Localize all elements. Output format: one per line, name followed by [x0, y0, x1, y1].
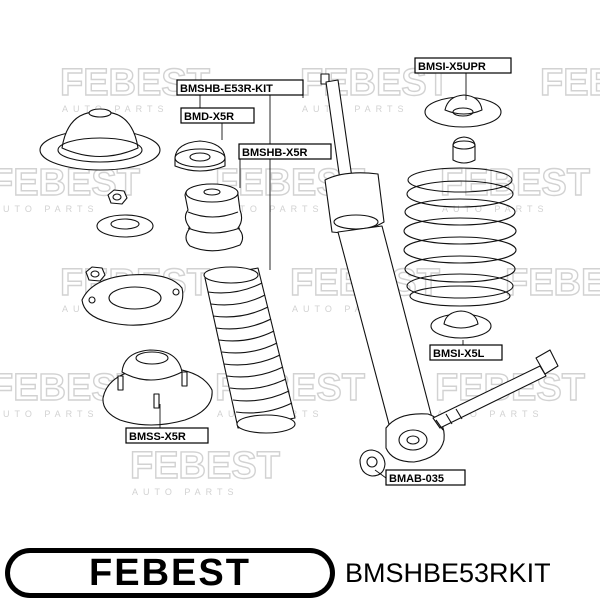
strut-mount-cup	[39, 108, 161, 171]
svg-text:AUTO PARTS: AUTO PARTS	[442, 204, 549, 214]
label-bmab: BMAB-035	[385, 469, 466, 486]
mount-plate	[81, 273, 184, 326]
svg-text:AUTO PARTS: AUTO PARTS	[62, 104, 169, 114]
febest-logo: FEBEST	[5, 548, 335, 598]
svg-text:AUTO PARTS: AUTO PARTS	[302, 104, 409, 114]
bellows-boot	[203, 266, 296, 434]
coil-spring	[403, 167, 517, 307]
svg-text:BMSI-X5L: BMSI-X5L	[433, 348, 485, 360]
label-kit: BMSHB-E53R-KIT	[176, 79, 304, 96]
watermark: FEBEST	[539, 61, 600, 104]
svg-text:FEBEST: FEBEST	[540, 62, 600, 104]
label-bmshb: BMSHB-X5R	[238, 143, 332, 160]
label-bmss: BMSS-X5R	[125, 427, 209, 444]
shock-absorber	[320, 73, 445, 463]
spring-insulator-upper	[424, 94, 502, 164]
svg-text:AUTO PARTS: AUTO PARTS	[437, 409, 544, 419]
washer	[96, 214, 154, 238]
svg-text:AUTO PARTS: AUTO PARTS	[217, 204, 324, 214]
svg-text:BMSHB-E53R-KIT: BMSHB-E53R-KIT	[180, 83, 273, 95]
svg-text:BMAB-035: BMAB-035	[389, 473, 444, 485]
strut-support	[102, 349, 213, 426]
svg-text:AUTO PARTS: AUTO PARTS	[292, 304, 399, 314]
dust-cover	[174, 140, 226, 172]
nut	[107, 189, 128, 205]
svg-text:BMSI-X5UPR: BMSI-X5UPR	[418, 61, 486, 73]
spring-insulator-lower	[430, 310, 492, 339]
svg-text:AUTO PARTS: AUTO PARTS	[0, 204, 99, 214]
svg-text:AUTO PARTS: AUTO PARTS	[0, 409, 99, 419]
watermark: FEBEST	[504, 261, 600, 304]
svg-text:FEBEST: FEBEST	[130, 445, 280, 487]
part-number: BMSHBE53RKIT	[345, 558, 551, 588]
svg-text:BMSS-X5R: BMSS-X5R	[129, 431, 186, 443]
svg-text:FEBEST: FEBEST	[89, 552, 251, 594]
label-bmsi-upr: BMSI-X5UPR	[414, 57, 512, 74]
through-bolt	[432, 349, 559, 431]
svg-text:FEBEST: FEBEST	[505, 262, 600, 304]
svg-text:AUTO PARTS: AUTO PARTS	[132, 487, 239, 497]
label-bmd: BMD-X5R	[180, 107, 255, 124]
svg-text:BMD-X5R: BMD-X5R	[184, 111, 234, 123]
bushing	[359, 449, 386, 477]
nut-lower	[85, 266, 106, 282]
label-bmsi-l: BMSI-X5L	[429, 344, 503, 361]
svg-text:BMSHB-X5R: BMSHB-X5R	[242, 147, 307, 159]
bump-stop	[184, 183, 244, 252]
